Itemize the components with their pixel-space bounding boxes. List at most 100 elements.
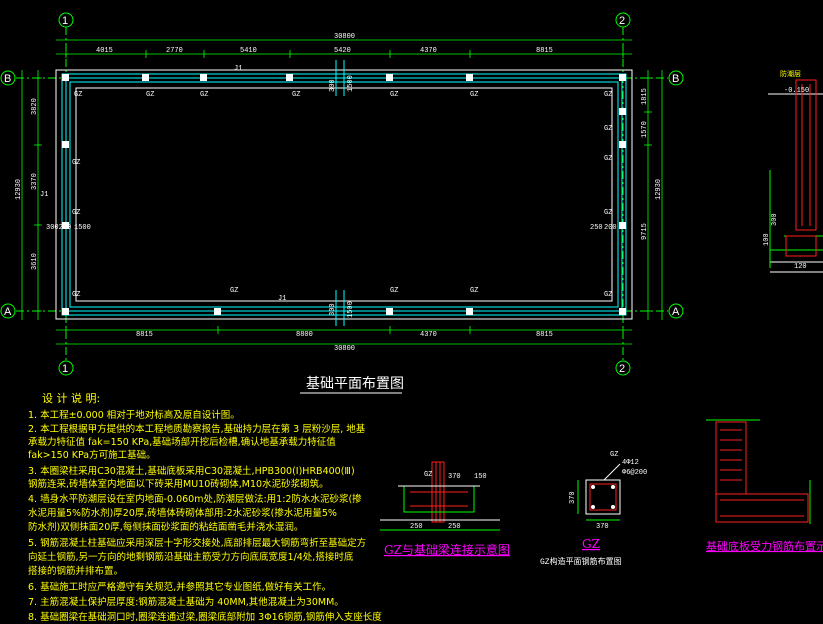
gz-column xyxy=(619,222,626,229)
center-mark-top-2: 1500 xyxy=(347,75,355,92)
dim-left-seg-1: 3820 xyxy=(31,98,39,115)
gz-column xyxy=(142,74,149,81)
gz-column xyxy=(619,74,626,81)
detail2-label: GZ xyxy=(610,451,618,459)
note-line: 6. 基础施工时应严格遵守有关规范,并参照其它专业图纸,做好有关工作。 xyxy=(28,581,331,593)
gz-label: GZ xyxy=(200,91,208,99)
gz-column xyxy=(619,108,626,115)
axis-label-right-b: B xyxy=(672,73,679,85)
dim-left-seg-3: 3610 xyxy=(31,253,39,270)
dim-top-seg-4: 5420 xyxy=(334,47,351,55)
gz-label: GZ xyxy=(604,155,612,163)
foundation-outline xyxy=(55,69,633,320)
gz-label: GZ xyxy=(470,91,478,99)
dim-right-seg-1: 1815 xyxy=(641,88,649,105)
note-line: 2. 本工程根据甲方提供的本工程地质勘察报告,基础持力层在第 3 层粉沙层, 地… xyxy=(28,423,366,435)
gz-label: GZ xyxy=(470,287,478,295)
wall-section-detail xyxy=(768,79,823,273)
detail-base-rebar xyxy=(706,419,811,524)
axis-label-right-a: A xyxy=(672,306,680,318)
detail1-dim-1: 370 xyxy=(448,473,461,481)
gz-label: GZ xyxy=(72,209,80,217)
center-mark-top: 300 xyxy=(329,79,337,92)
detail1-gz-label: GZ xyxy=(424,471,432,479)
note-line: 水泥用量5%防水剂)厚20厚,砖墙体砖砌体部用:2水泥砂浆(掺水泥用量5% xyxy=(28,507,337,519)
dim-right-seg-2: 1570 xyxy=(641,121,649,138)
side-mark-left-2: 1500 xyxy=(74,224,91,232)
note-line: 5. 钢筋混凝土柱基础应采用深层十字形交接处,底部排层最大钢筋弯折至基础定方 xyxy=(28,537,366,549)
detail2-dim-v: 370 xyxy=(569,491,577,504)
notes-heading: 设 计 说 明: xyxy=(42,391,100,405)
gz-label: GZ xyxy=(74,91,82,99)
section-level: -0.150 xyxy=(784,87,809,95)
note-line: 搭接的钢筋并排布置。 xyxy=(28,565,123,577)
axis-label-bottom-1: 1 xyxy=(62,363,68,375)
dim-top-total: 30800 xyxy=(334,33,355,41)
columns xyxy=(62,74,626,315)
center-mark-bottom-2: 1500 xyxy=(347,301,355,318)
dim-left-seg-2: 3370 xyxy=(31,173,39,190)
j1-label: J1 xyxy=(40,191,48,199)
dimension-lines xyxy=(21,39,663,345)
section-dim-2: 300 xyxy=(771,213,779,226)
axis-grid xyxy=(0,12,684,376)
gz-column xyxy=(466,74,473,81)
dim-top-seg-2: 2770 xyxy=(166,47,183,55)
notes-list: 1. 本工程±0.000 相对于地对标高及原自设计图。 2. 本工程根据甲方提供… xyxy=(28,409,382,623)
dim-left-total: 12930 xyxy=(15,179,23,200)
dim-top-seg-1: 4015 xyxy=(96,47,113,55)
gz-label: GZ xyxy=(72,159,80,167)
axis-label-left-b: B xyxy=(4,73,11,85)
note-line: 1. 本工程±0.000 相对于地对标高及原自设计图。 xyxy=(28,409,240,421)
gz-column xyxy=(466,308,473,315)
axis-label-left-a: A xyxy=(4,306,12,318)
gz-label: GZ xyxy=(604,91,612,99)
note-line: 7. 主筋混凝土保护层厚度:钢筋混凝土基础为 40MM,其他混凝土为30MM。 xyxy=(28,596,344,608)
gz-column xyxy=(286,74,293,81)
note-line: 3. 本圈梁柱采用C30混凝土,基础底板采用C30混凝土,HPB300(Ⅰ)HR… xyxy=(28,465,355,477)
gz-column xyxy=(214,308,221,315)
j1-label: J1 xyxy=(234,65,242,73)
gz-label: GZ xyxy=(604,125,612,133)
gz-label: GZ xyxy=(230,287,238,295)
detail-gz-beam xyxy=(380,461,500,531)
detail1-caption: GZ与基础梁连接示意图 xyxy=(384,542,510,557)
gz-label: GZ xyxy=(292,91,300,99)
section-marks xyxy=(335,60,345,326)
gz-column xyxy=(62,308,69,315)
note-line: 承载力特征值 fak=150 KPa,基础场部开挖后检槽,确认地基承载力特征值 xyxy=(28,436,336,448)
gz-column xyxy=(62,74,69,81)
note-line: 向延土钢筋,另一方向的地剩钢筋沿基础主筋受力方向底底宽度1/4处,搭接时底 xyxy=(28,551,354,563)
detail2-caption-sub: GZ构造平面钢筋布置图 xyxy=(540,556,622,567)
axis-label-top-1: 1 xyxy=(62,15,68,27)
dim-bottom-seg-1: 8815 xyxy=(136,331,153,339)
dim-bottom-seg-3: 4370 xyxy=(420,331,437,339)
detail2-spec-2: Φ6@200 xyxy=(622,469,647,477)
gz-column xyxy=(200,74,207,81)
axis-label-top-2: 2 xyxy=(619,15,625,27)
gz-column xyxy=(386,308,393,315)
gz-label: GZ xyxy=(604,291,612,299)
gz-label: GZ xyxy=(390,91,398,99)
detail1-dim-3: 250 xyxy=(410,523,423,531)
side-mark-right-2: 200 xyxy=(604,224,617,232)
gz-column xyxy=(619,141,626,148)
j1-label: J1 xyxy=(278,295,286,303)
detail2-spec-1: 4Φ12 xyxy=(622,459,639,467)
gz-label: GZ xyxy=(146,91,154,99)
axis-label-bottom-2: 2 xyxy=(619,363,625,375)
note-line: 8. 基础圈梁在基础洞口时,圈梁连通过梁,圈梁底部附加 3Φ16钢筋,钢筋伸入支… xyxy=(28,611,382,623)
center-mark-bottom: 300 xyxy=(329,303,337,316)
dim-top-seg-6: 8815 xyxy=(536,47,553,55)
detail-gz-section xyxy=(577,463,621,521)
gz-column xyxy=(619,308,626,315)
note-line: 4. 墙身水平防潮层设在室内地面-0.060m处,防潮层做法:用1:2防水水泥砂… xyxy=(28,493,362,505)
gz-column xyxy=(386,74,393,81)
gz-label: GZ xyxy=(72,291,80,299)
dim-bottom-seg-4: 8815 xyxy=(536,331,553,339)
column-labels: GZ GZ GZ GZ GZ GZ GZ GZ GZ GZ GZ GZ GZ G… xyxy=(72,91,612,299)
gz-label: GZ xyxy=(604,209,612,217)
side-mark-right: 250 xyxy=(590,224,603,232)
detail3-caption: 基础底板受力钢筋布置示意 xyxy=(706,539,823,553)
detail1-dim-2: 150 xyxy=(474,473,487,481)
